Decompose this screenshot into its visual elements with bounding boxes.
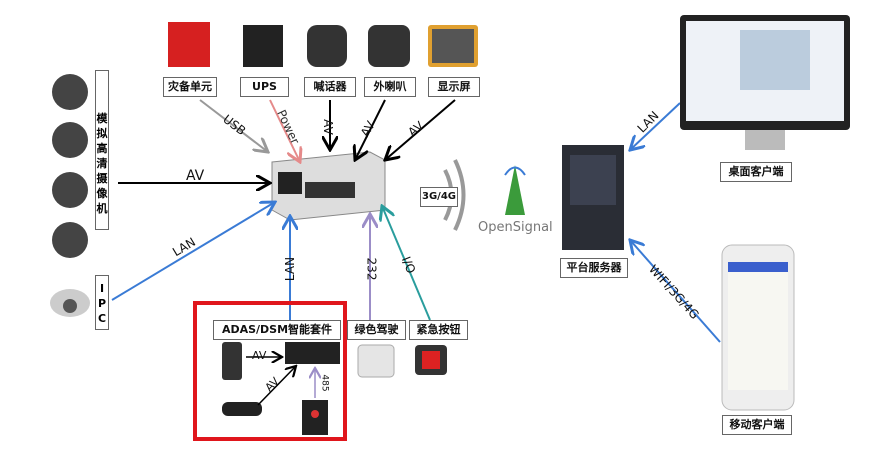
desktop-monitor-icon xyxy=(680,15,850,150)
mobile-phone-icon xyxy=(721,244,795,411)
adas-camera-icon xyxy=(222,402,262,416)
server-icon xyxy=(562,145,624,250)
label-speaker: 外喇叭 xyxy=(364,77,416,97)
loudspeaker-mic-icon xyxy=(307,25,347,67)
label-green-driving: 绿色驾驶 xyxy=(347,320,406,340)
label-server: 平台服务器 xyxy=(560,258,628,278)
label-adas-dsm: ADAS/DSM智能套件 xyxy=(213,320,341,340)
label-ups: UPS xyxy=(240,77,289,97)
label-desktop-client: 桌面客户端 xyxy=(720,162,792,182)
adas-box-icon xyxy=(285,342,340,364)
label-emergency-button: 紧急按钮 xyxy=(409,320,468,340)
label-3g4g: 3G/4G xyxy=(420,187,458,207)
link-av-camera: AV xyxy=(186,168,205,184)
link-adas-av1: AV xyxy=(252,349,267,362)
label-ipc: IPC xyxy=(95,275,109,330)
opensignal-logo-text: OpenSignal xyxy=(478,220,553,235)
label-loudspeaker: 喊话器 xyxy=(304,77,356,97)
link-232: 232 xyxy=(364,257,379,281)
adas-highlight-box xyxy=(193,301,347,441)
green-driving-icon xyxy=(357,344,395,378)
link-av-mic: AV xyxy=(320,119,335,135)
label-mobile-client: 移动客户端 xyxy=(722,415,792,435)
analog-camera-icons xyxy=(50,74,90,317)
link-adas-485: 485 xyxy=(319,374,330,392)
speaker-icon xyxy=(368,25,410,67)
backup-unit-icon xyxy=(168,22,210,67)
ups-icon xyxy=(243,25,283,67)
label-backup-unit: 灾备单元 xyxy=(163,77,217,97)
mdvr-icon xyxy=(271,151,386,221)
opensignal-tower-icon xyxy=(504,165,526,215)
label-display: 显示屏 xyxy=(428,77,480,97)
label-analog-camera: 模拟高清摄像机 xyxy=(95,70,109,230)
dsm-camera-icon xyxy=(222,342,242,380)
link-lan-adas: LAN xyxy=(283,256,298,282)
